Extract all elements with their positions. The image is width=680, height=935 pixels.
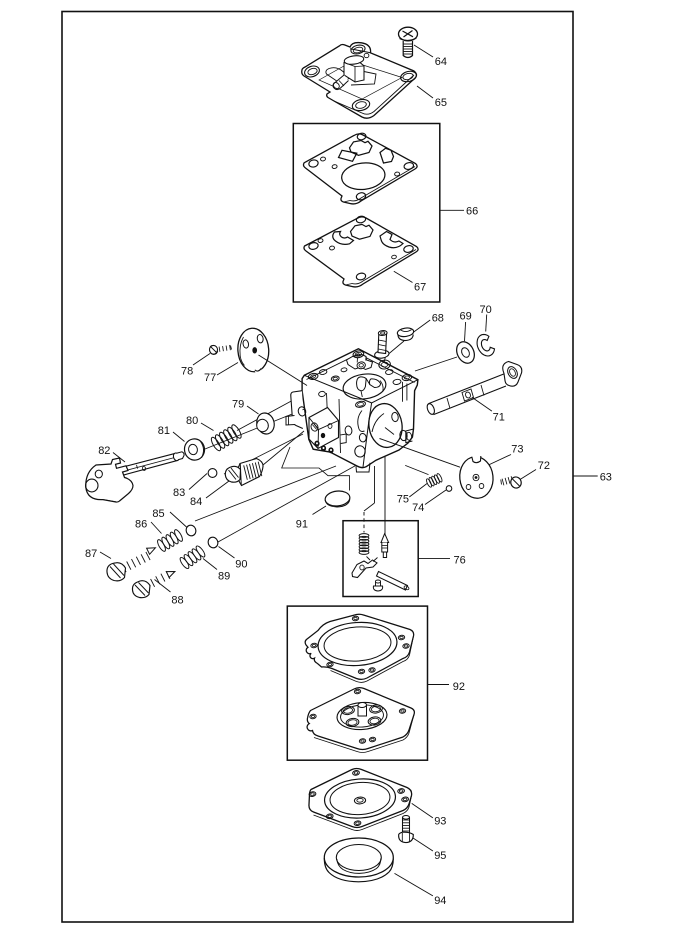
svg-text:76: 76 <box>454 555 466 567</box>
svg-text:77: 77 <box>204 372 216 384</box>
svg-text:86: 86 <box>135 519 147 531</box>
svg-text:94: 94 <box>434 895 446 907</box>
svg-text:67: 67 <box>414 282 426 294</box>
svg-text:93: 93 <box>434 816 446 828</box>
svg-text:65: 65 <box>435 97 447 109</box>
svg-text:85: 85 <box>152 508 164 520</box>
svg-text:75: 75 <box>397 494 409 506</box>
svg-text:88: 88 <box>171 595 183 607</box>
svg-text:68: 68 <box>432 313 444 325</box>
svg-text:92: 92 <box>453 681 465 693</box>
svg-text:66: 66 <box>466 206 478 218</box>
svg-text:83: 83 <box>173 487 185 499</box>
svg-text:95: 95 <box>434 850 446 862</box>
svg-text:63: 63 <box>600 472 612 484</box>
svg-text:73: 73 <box>511 443 523 455</box>
svg-text:64: 64 <box>435 56 447 68</box>
svg-text:69: 69 <box>460 311 472 323</box>
svg-text:79: 79 <box>232 399 244 411</box>
svg-text:90: 90 <box>235 558 247 570</box>
svg-text:70: 70 <box>480 304 492 316</box>
svg-text:71: 71 <box>493 412 505 424</box>
svg-text:74: 74 <box>412 502 424 514</box>
svg-text:91: 91 <box>296 519 308 531</box>
svg-text:78: 78 <box>181 366 193 378</box>
svg-text:89: 89 <box>218 570 230 582</box>
svg-text:82: 82 <box>98 445 110 457</box>
svg-text:80: 80 <box>186 415 198 427</box>
svg-text:84: 84 <box>190 496 202 508</box>
svg-text:72: 72 <box>538 460 550 472</box>
svg-text:81: 81 <box>158 425 170 437</box>
svg-text:87: 87 <box>85 548 97 560</box>
